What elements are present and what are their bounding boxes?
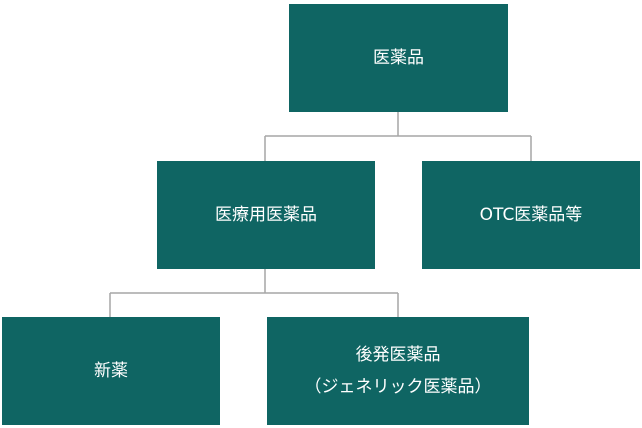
node-prescription-drugs: 医療用医薬品 (157, 161, 375, 269)
node-generic-drugs: 後発医薬品 （ジェネリック医薬品） (267, 317, 529, 425)
node-pharmaceuticals: 医薬品 (289, 4, 508, 112)
node-otc-drugs-label: OTC医薬品等 (479, 204, 583, 225)
node-otc-drugs: OTC医薬品等 (422, 161, 640, 269)
node-new-drugs-label: 新薬 (94, 360, 128, 381)
node-new-drugs: 新薬 (2, 317, 220, 425)
node-prescription-drugs-label: 医療用医薬品 (215, 204, 317, 225)
node-generic-drugs-sublabel: （ジェネリック医薬品） (304, 377, 492, 397)
node-pharmaceuticals-label: 医薬品 (373, 47, 424, 68)
node-generic-drugs-label: 後発医薬品 (355, 344, 441, 365)
